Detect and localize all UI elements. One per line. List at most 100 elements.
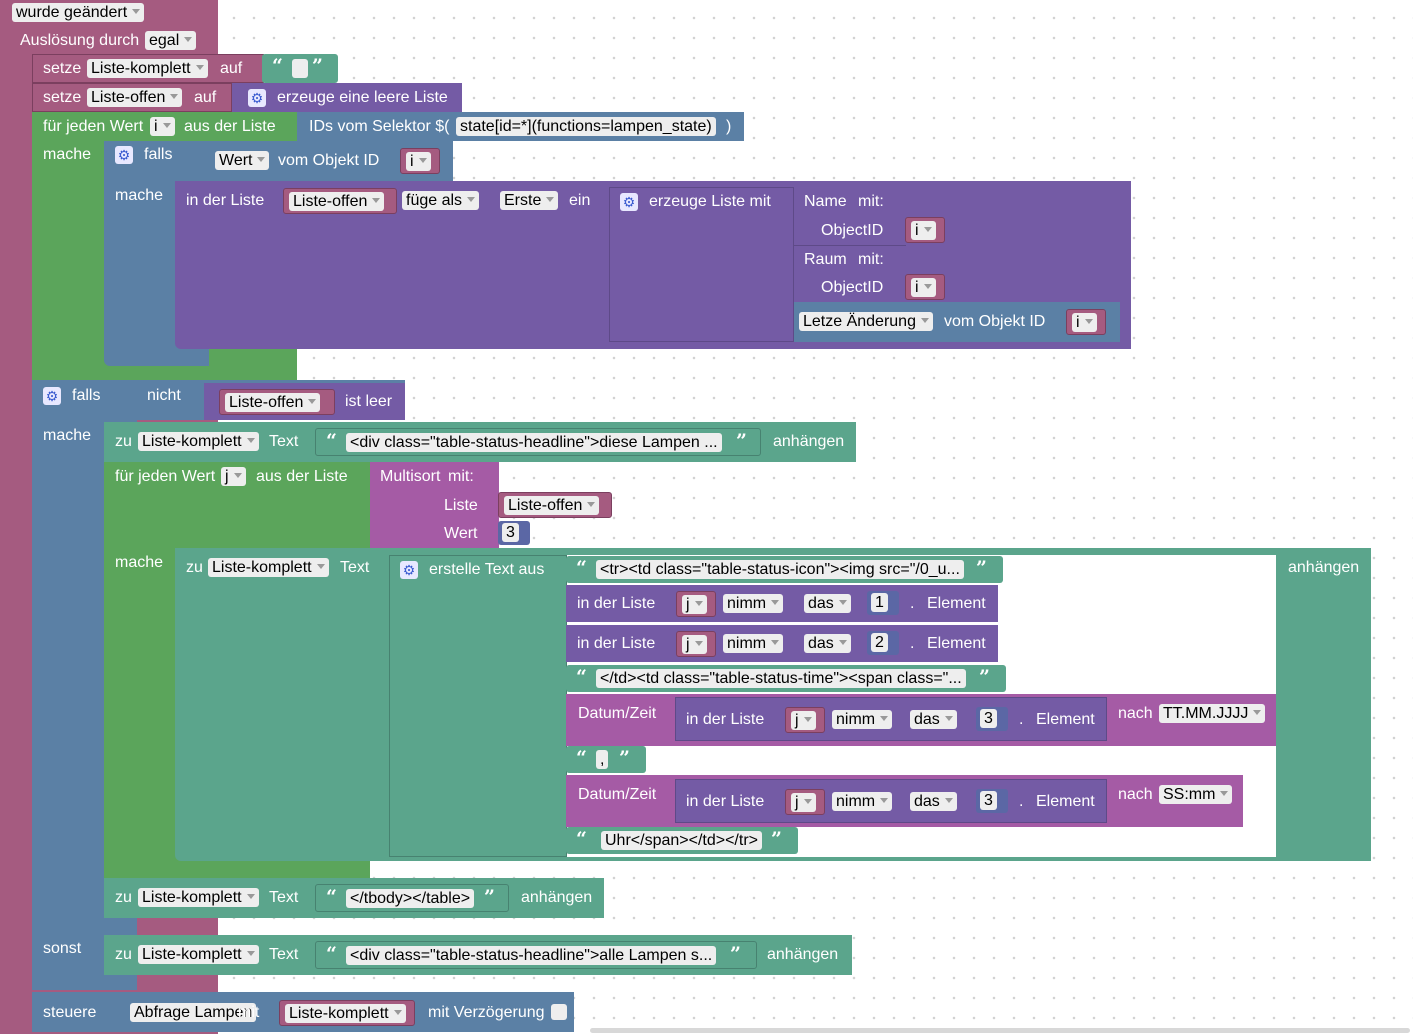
variable-dropdown[interactable]: Liste-komplett	[138, 432, 259, 451]
number-block[interactable]: 3	[976, 707, 1008, 731]
loop-variable-dropdown[interactable]: j	[221, 467, 246, 486]
horizontal-scrollbar[interactable]	[590, 1028, 1410, 1033]
number-input[interactable]: 3	[980, 791, 997, 810]
number-input[interactable]: 2	[871, 633, 888, 652]
number-block[interactable]: 3	[498, 521, 530, 545]
text-literal-block[interactable]: “ </td><td class="table-status-time"><sp…	[566, 665, 1006, 692]
list-get-mode-dropdown[interactable]: nimm	[832, 792, 893, 811]
variable-get-block[interactable]: j	[785, 707, 825, 733]
variable-dropdown[interactable]: Liste-komplett	[208, 558, 329, 577]
list-get-where-dropdown[interactable]: das	[910, 792, 957, 811]
property-dropdown[interactable]: Letze Änderung	[799, 312, 933, 331]
number-input[interactable]: 3	[980, 709, 997, 728]
selector-input[interactable]: state[id=*](functions=lampen_state)	[456, 117, 716, 136]
mutator-gear-icon[interactable]: ⚙	[248, 89, 266, 107]
create-text-block[interactable]	[389, 555, 567, 857]
variable-get-block[interactable]: Liste-offen	[283, 188, 397, 214]
variable-get-block[interactable]: Liste-offen	[498, 492, 612, 518]
text-literal-block[interactable]: “ Uhr</span></td></tr> ”	[566, 827, 798, 854]
text-input[interactable]: <tr><td class="table-status-icon"><img s…	[596, 560, 964, 579]
object-with-block[interactable]	[794, 187, 906, 245]
number-input[interactable]: 1	[871, 593, 888, 612]
variable-dropdown[interactable]: Liste-offen	[87, 88, 183, 107]
date-format-dropdown[interactable]: TT.MM.JJJJ	[1159, 704, 1266, 723]
loop-variable-dropdown[interactable]: i	[150, 117, 175, 136]
number-block[interactable]: 2	[867, 631, 899, 655]
variable-dropdown[interactable]: j	[791, 793, 816, 812]
control-target-field[interactable]: Abfrage Lampen	[130, 1003, 257, 1022]
variable-dropdown[interactable]: j	[682, 595, 707, 614]
number-input[interactable]: 3	[502, 523, 519, 542]
list-get-mode-dropdown[interactable]: nimm	[723, 594, 784, 613]
text-literal-block[interactable]: “ , ”	[566, 746, 646, 773]
variable-dropdown[interactable]: i	[1072, 313, 1097, 332]
variable-dropdown[interactable]: Liste-komplett	[87, 59, 208, 78]
variable-dropdown[interactable]: j	[791, 711, 816, 730]
property-dropdown[interactable]: Wert	[215, 151, 270, 170]
text-input[interactable]: </td><td class="table-status-time"><span…	[596, 669, 966, 688]
variable-get-block[interactable]: Liste-komplett	[279, 1000, 415, 1026]
multisort-block[interactable]	[370, 462, 499, 548]
variable-dropdown[interactable]: j	[682, 635, 707, 654]
variable-dropdown[interactable]: i	[911, 221, 936, 240]
list-get-mode-dropdown[interactable]: nimm	[832, 710, 893, 729]
text-input[interactable]: ,	[596, 750, 609, 769]
text-input[interactable]: Uhr</span></td></tr>	[601, 831, 762, 850]
variable-dropdown[interactable]: Liste-komplett	[285, 1004, 406, 1023]
insert-mode-dropdown[interactable]: füge als	[402, 191, 480, 210]
open-quote-icon: “	[326, 943, 337, 965]
mutator-gear-icon[interactable]: ⚙	[400, 561, 418, 579]
variable-dropdown[interactable]: i	[911, 278, 936, 297]
delay-checkbox[interactable]	[551, 1004, 567, 1020]
variable-get-block[interactable]: j	[676, 631, 716, 657]
number-block[interactable]: 3	[976, 789, 1008, 813]
insert-position-dropdown[interactable]: Erste	[500, 191, 559, 210]
mutator-gear-icon[interactable]: ⚙	[43, 387, 61, 405]
text-input[interactable]: <div class="table-status-headline">diese…	[346, 433, 722, 452]
selector-suffix-label: )	[726, 118, 732, 135]
variable-get-block[interactable]: i	[905, 274, 945, 300]
trigger-value-dropdown[interactable]: egal	[145, 31, 197, 50]
variable-get-block[interactable]: i	[1066, 309, 1106, 335]
number-block[interactable]: 1	[867, 591, 899, 615]
text-literal-block[interactable]: “ <div class="table-status-headline">all…	[315, 941, 757, 969]
create-empty-list-block[interactable]	[232, 83, 462, 112]
close-quote-icon: ”	[736, 430, 747, 452]
trigger-event-dropdown[interactable]: wurde geändert	[12, 3, 145, 22]
variable-get-block[interactable]: j	[676, 591, 716, 617]
variable-dropdown[interactable]: Liste-komplett	[138, 888, 259, 907]
mutator-gear-icon[interactable]: ⚙	[115, 146, 133, 164]
variable-dropdown[interactable]: Liste-offen	[504, 496, 600, 515]
variable-get-block[interactable]: Liste-offen	[219, 389, 335, 415]
variable-dropdown[interactable]: Liste-komplett	[138, 945, 259, 964]
list-get-where-dropdown[interactable]: das	[804, 594, 851, 613]
object-with-block[interactable]	[794, 245, 906, 303]
variable-dropdown[interactable]: i	[406, 152, 431, 171]
variable-get-block[interactable]: j	[785, 789, 825, 815]
text-literal-block[interactable]: “ ”	[262, 54, 338, 83]
time-format-dropdown[interactable]: SS:mm	[1159, 785, 1233, 804]
text-literal-block[interactable]: “ <div class="table-status-headline">die…	[315, 428, 761, 456]
open-quote-icon: “	[576, 666, 587, 688]
mutator-gear-icon[interactable]: ⚙	[620, 193, 638, 211]
list-get-where-dropdown[interactable]: das	[804, 634, 851, 653]
variable-get-block[interactable]: i	[905, 217, 945, 243]
list-get-mode-dropdown[interactable]: nimm	[723, 634, 784, 653]
is-empty-label: ist leer	[345, 393, 393, 410]
variable-get-block[interactable]: i	[400, 148, 440, 174]
in-list-label: in der Liste	[686, 793, 765, 810]
do-label: mache	[115, 187, 164, 204]
text-input[interactable]: <div class="table-status-headline">alle …	[346, 946, 717, 965]
open-quote-icon: “	[576, 828, 587, 850]
variable-dropdown[interactable]: Liste-offen	[289, 192, 385, 211]
insert-end-label: ein	[569, 192, 591, 209]
text-input[interactable]: </tbody></table>	[346, 889, 475, 908]
text-literal-block[interactable]: “ </tbody></table> ”	[315, 884, 509, 912]
create-text-label: erstelle Text aus	[429, 561, 545, 578]
variable-dropdown[interactable]: Liste-offen	[225, 393, 321, 412]
text-literal-block[interactable]: “ <tr><td class="table-status-icon"><img…	[566, 556, 1003, 583]
with-label: mit	[238, 1004, 260, 1021]
create-list-with-block[interactable]	[609, 187, 794, 342]
text-input[interactable]	[292, 59, 308, 78]
list-get-where-dropdown[interactable]: das	[910, 710, 957, 729]
